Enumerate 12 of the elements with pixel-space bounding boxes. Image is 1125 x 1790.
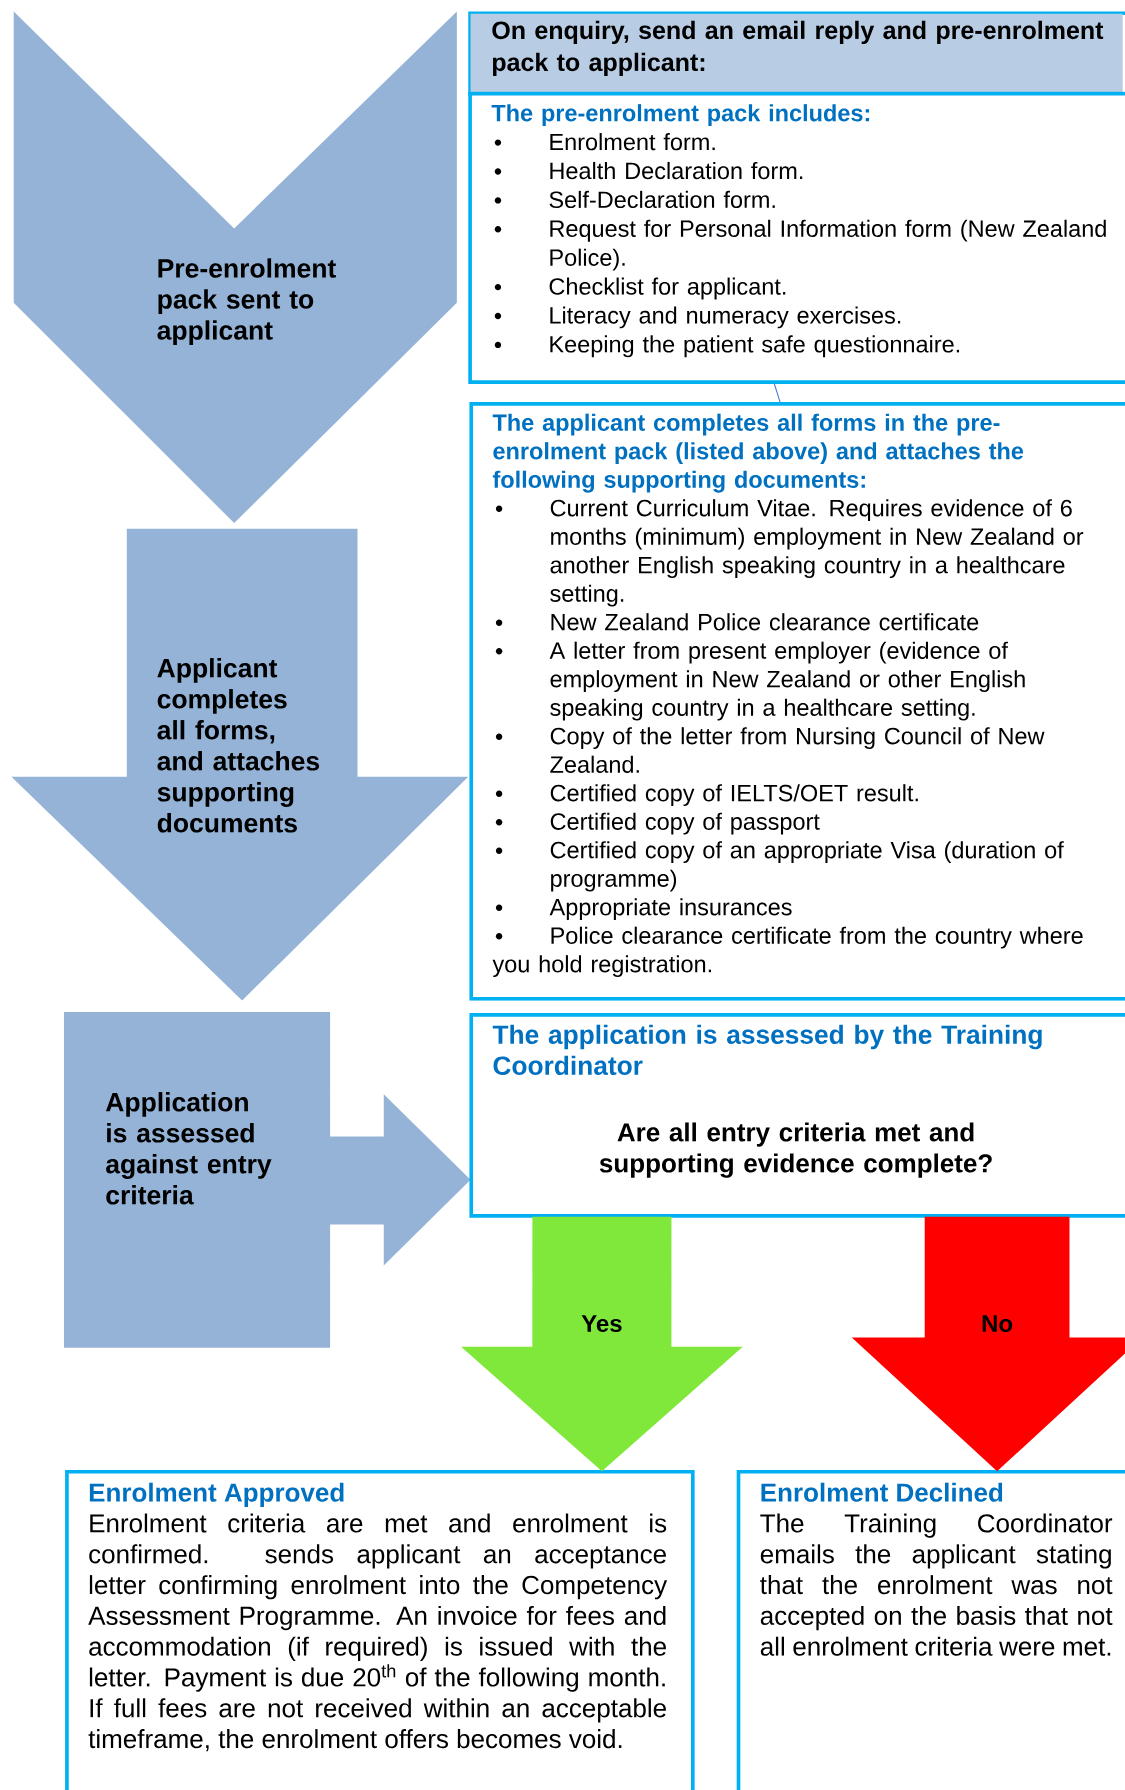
pointed-banner: Application is assessed against entry criteria [63,1011,471,1348]
info-box: On enquiry, send an email reply and pre-enrolment pack to applicant: The pre-enrolment pack includes: Enrolment form. Health Declaration form. Self-Declaration form. Request for Personal Information form (New Zealand Police). Checklist for applicant. Literacy and numeracy exercises. Keeping the patient safe questionnaire. [468,11,1125,384]
connector-line [773,383,781,403]
info-box: The application is assessed by the Training Coordinator Are all entry criteria met and supporting evidence complete? [469,1013,1125,1218]
info-box: Enrolment Declined The Training Coordinator emails the applicant stating that the enrolment was not accepted on the basis that not all enrolment criteria were met. [736,1469,1125,1790]
edge-label: Yes [580,1314,624,1334]
block-arrow [461,1216,743,1472]
info-box: Enrolment Approved Enrolment criteria are met and enrolment is confirmed. sends applicant an acceptance letter confirming enrolment into the Competency Assessment Programme. An invoice for fees and accommodation (if required) is issued with the letter. Payment is due 20$^{th}$ of the following month. If full fees are not received within an acceptable timeframe, the enrolment offers becomes void. [65,1469,695,1790]
edge-label: No [980,1314,1015,1334]
info-box: The applicant completes all forms in the pre-enrolment pack (listed above) and attaches the following supporting documents: Current Curriculum Vitae. Requires evidence of 6 months (minimum) employment in New Zealand or another English speaking country in a healthcare setting. New Zealand Police clearance certificate A letter from present employer (evidence of employment in New Zealand or other English speaking country in a healthcare setting. Copy of the letter from Nursing Council of New Zealand. Certified copy of IELTS/OET result. Certified copy of passport Certified copy of an appropriate Visa (duration of programme) Appropriate insurances Police clearance certificate from the country where you hold registration. [469,402,1125,1001]
block-arrow [851,1216,1125,1472]
pointed-banner: Applicant completes all forms, and attaches supporting documents [11,528,469,1001]
